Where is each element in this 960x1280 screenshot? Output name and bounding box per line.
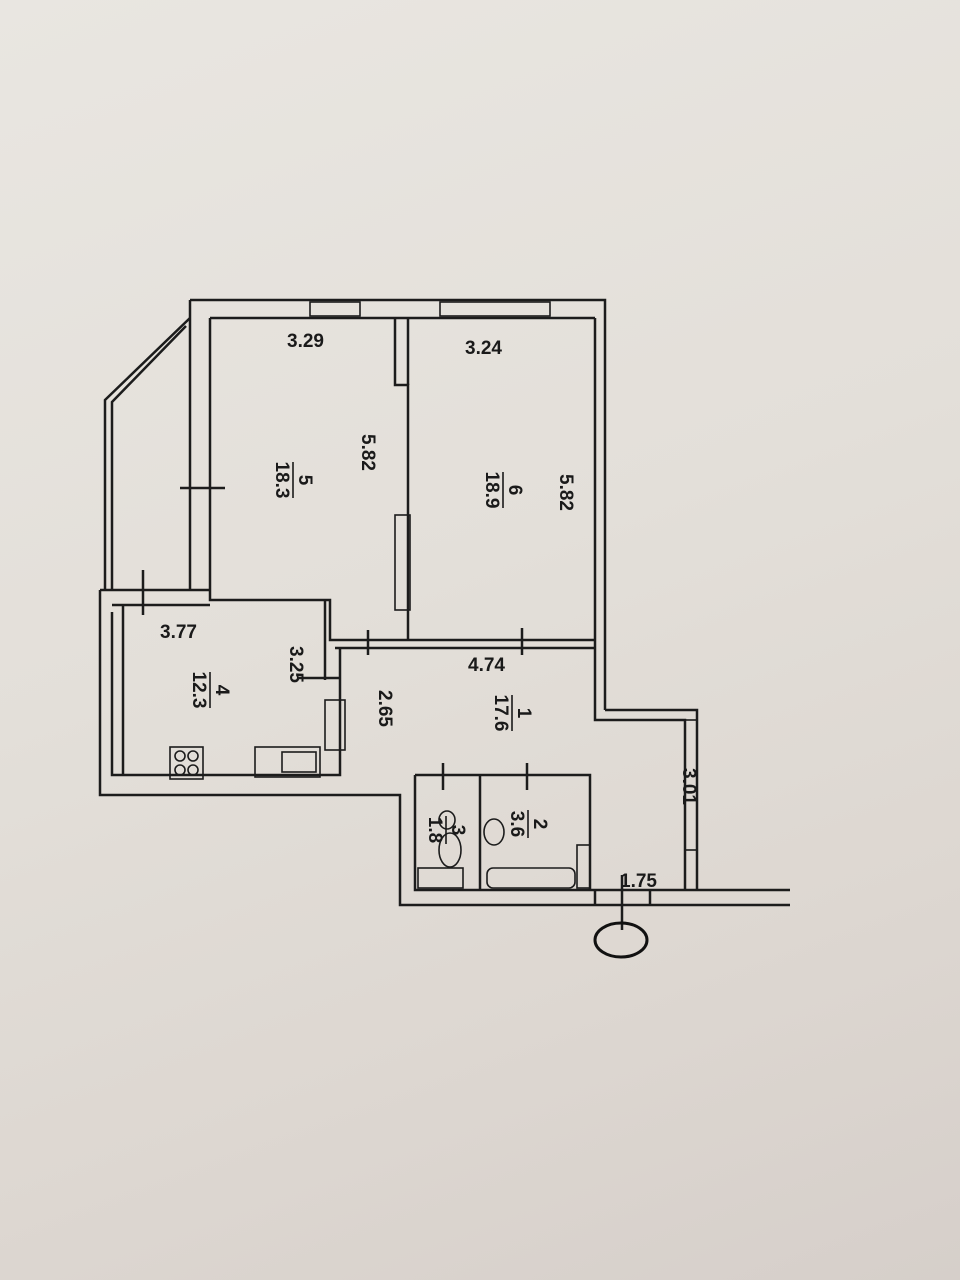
room-area: 12.3 <box>188 672 209 709</box>
dim-hall-length: 2.65 <box>374 690 395 727</box>
dim-room5-width: 3.29 <box>287 331 324 352</box>
dim-room6-length: 5.82 <box>555 474 576 511</box>
dim-entry-width: 1.75 <box>620 871 657 892</box>
dim-kitchen-width: 3.77 <box>160 622 197 643</box>
dim-entry-length: 3.01 <box>678 768 699 805</box>
room-label-3: 3 1.8 <box>424 816 468 844</box>
room-label-6: 6 18.9 <box>481 472 525 509</box>
dim-room6-width: 3.24 <box>465 338 502 359</box>
dim-room5-length: 5.82 <box>357 434 378 471</box>
room-number: 1 <box>513 708 534 719</box>
room-area: 18.3 <box>271 462 292 499</box>
entrance-marker-icon <box>593 921 649 959</box>
walls <box>98 298 790 930</box>
room-number: 6 <box>504 485 525 496</box>
room-label-1: 1 17.6 <box>490 695 534 732</box>
room-label-4: 4 12.3 <box>188 672 232 709</box>
dim-hall-width: 4.74 <box>468 655 505 676</box>
room-area: 18.9 <box>481 472 502 509</box>
dim-kitchen-length: 3.25 <box>285 646 306 683</box>
room-number: 5 <box>294 475 315 486</box>
room-area: 3.6 <box>506 811 527 837</box>
room-area: 17.6 <box>490 695 511 732</box>
room-number: 2 <box>529 819 550 830</box>
room-number: 4 <box>211 685 232 696</box>
room-area: 1.8 <box>424 817 445 843</box>
room-number: 3 <box>447 825 468 836</box>
room-label-2: 2 3.6 <box>506 810 550 838</box>
room-label-5: 5 18.3 <box>271 462 315 499</box>
